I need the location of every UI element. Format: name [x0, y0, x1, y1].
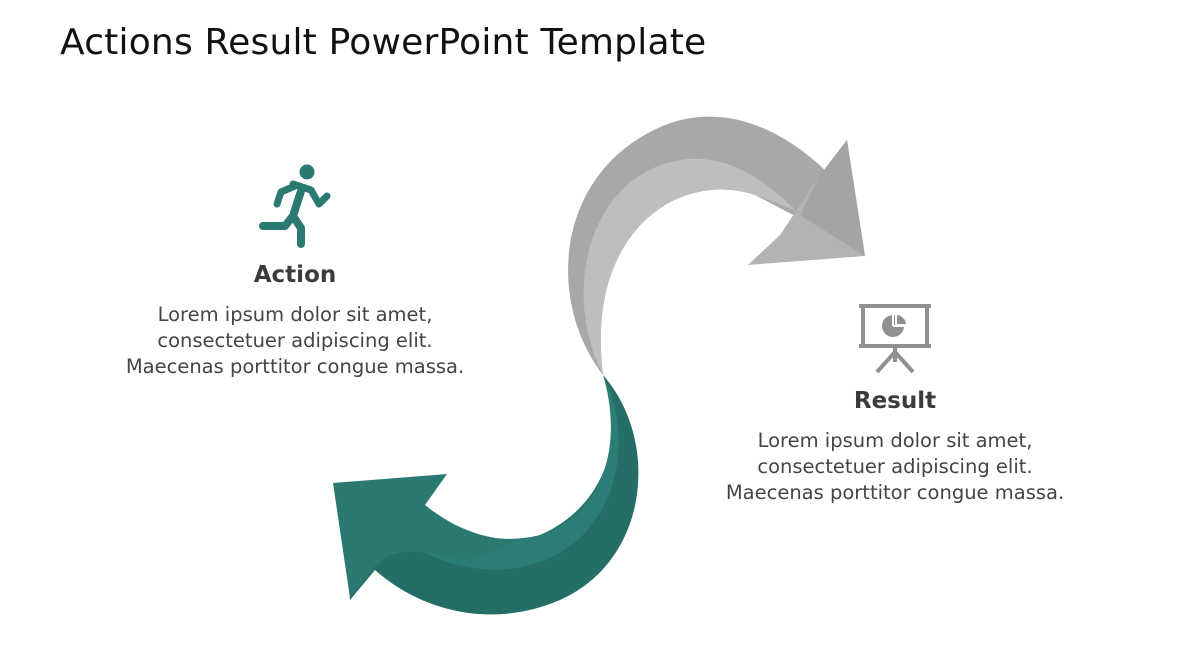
slide-title: Actions Result PowerPoint Template [60, 22, 707, 63]
gray-arrow-inner-band [583, 158, 795, 375]
result-heading: Result [853, 388, 937, 414]
teal-arrow-head [333, 474, 520, 598]
action-block: Action Lorem ipsum dolor sit amet, conse… [120, 160, 470, 380]
gray-arrow-head-shade [800, 140, 865, 256]
result-body: Lorem ipsum dolor sit amet, consectetuer… [725, 429, 1065, 504]
action-arrow-teal [333, 375, 639, 615]
teal-arrow-outer-band [340, 375, 639, 615]
result-block: Result Lorem ipsum dolor sit amet, conse… [720, 300, 1070, 506]
presentation-board-pie-chart-icon [859, 304, 931, 374]
result-arrow-gray [568, 116, 865, 376]
running-person-icon [259, 164, 331, 248]
action-heading: Action [253, 262, 337, 288]
action-body: Lorem ipsum dolor sit amet, consectetuer… [125, 303, 465, 378]
